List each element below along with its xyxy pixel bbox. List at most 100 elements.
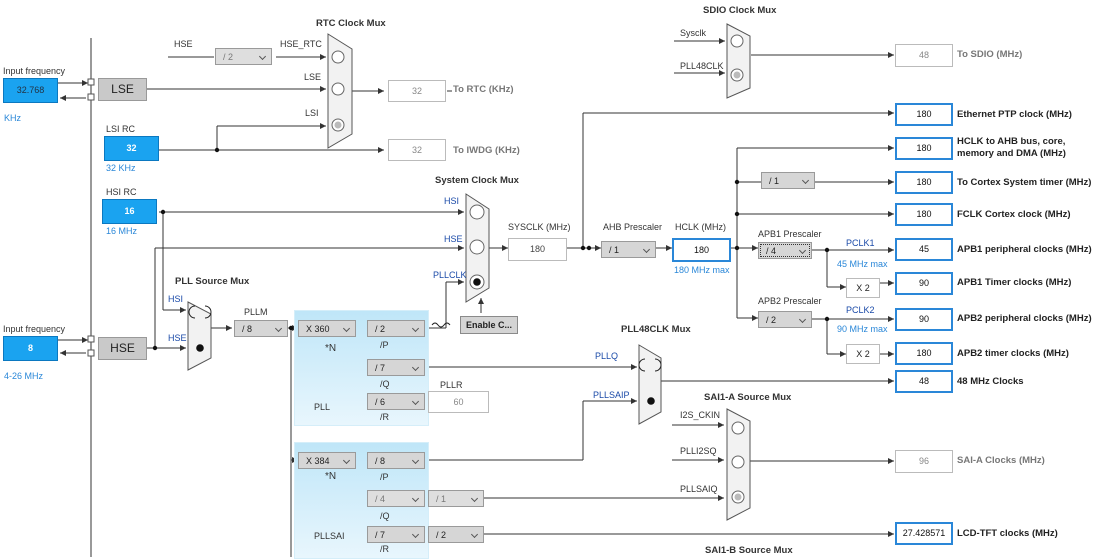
ahb-prescaler-select[interactable]: / 1 [601, 241, 656, 258]
sdio-pll48clk-label: PLL48CLK [680, 61, 724, 71]
lcd-tft-clocks-field[interactable]: 27.428571 [895, 522, 953, 545]
sdio-mux-title: SDIO Clock Mux [703, 5, 777, 16]
pllsai-q-divider-select[interactable]: / 1 [428, 490, 484, 507]
cortex-timer-divider-select[interactable]: / 1 [761, 172, 815, 189]
pllr-value-field[interactable]: 60 [428, 391, 489, 413]
cortex-system-timer-field[interactable]: 180 [895, 171, 953, 194]
rtc-lsi-label: LSI [305, 108, 319, 118]
pllsai-q-select[interactable]: / 4 [367, 490, 425, 507]
pllr-div-label: /R [380, 412, 389, 422]
rtc-hse-label: HSE [174, 39, 193, 49]
hclk-ahb-label-line2: memory and DMA (MHz) [957, 148, 1066, 159]
apb1-prescaler-select[interactable]: / 4 [758, 242, 812, 259]
hclk-label: HCLK (MHz) [675, 222, 726, 232]
sai1a-source-mux[interactable] [727, 409, 750, 520]
pllsai-p-select[interactable]: / 8 [367, 452, 425, 469]
fclk-cortex-field[interactable]: 180 [895, 203, 953, 226]
system-clock-mux-title: System Clock Mux [435, 175, 519, 186]
pllm-label: PLLM [244, 307, 268, 317]
hse-rtc-divider-select[interactable]: / 2 [215, 48, 272, 65]
hclk-max-label: 180 MHz max [674, 265, 730, 275]
sdio-frequency-field[interactable]: 48 [895, 44, 953, 67]
fclk-cortex-label: FCLK Cortex clock (MHz) [957, 209, 1071, 220]
apb1-prescaler-label: APB1 Prescaler [758, 229, 822, 239]
pllsai-p-label: /P [380, 472, 389, 482]
lcd-tft-clocks-label: LCD-TFT clocks (MHz) [957, 528, 1058, 539]
48mhz-clocks-label: 48 MHz Clocks [957, 376, 1024, 387]
pllm-select[interactable]: / 8 [234, 320, 288, 337]
apb2-peripheral-label: APB2 peripheral clocks (MHz) [957, 313, 1092, 324]
system-clock-mux[interactable] [466, 194, 489, 302]
apb1-max-label: 45 MHz max [837, 259, 888, 269]
ethernet-ptp-clock-field[interactable]: 180 [895, 103, 953, 126]
apb2-timer-multiplier: X 2 [846, 344, 880, 364]
lsi-frequency-field[interactable]: 32 [104, 136, 159, 161]
sai1a-mux-title: SAI1-A Source Mux [704, 392, 792, 403]
48mhz-clocks-field[interactable]: 48 [895, 370, 953, 393]
sysclk-field[interactable]: 180 [508, 238, 567, 261]
hse-input-frequency-label: Input frequency [3, 324, 66, 334]
pclk2-label: PCLK2 [846, 305, 875, 315]
pll48-pllq-label: PLLQ [595, 351, 619, 361]
pllsai-n-select[interactable]: X 384 [298, 452, 356, 469]
apb1-timer-field[interactable]: 90 [895, 272, 953, 295]
rtc-clock-mux[interactable] [328, 34, 352, 148]
apb2-timer-label: APB2 timer clocks (MHz) [957, 348, 1069, 359]
iwdg-frequency-field[interactable]: 32 [388, 139, 446, 161]
pllp-select[interactable]: / 2 [367, 320, 425, 337]
ahb-prescaler-label: AHB Prescaler [603, 222, 663, 232]
apb2-prescaler-label: APB2 Prescaler [758, 296, 822, 306]
sai1b-mux-title: SAI1-B Source Mux [705, 545, 793, 556]
sai1a-plli2sq-label: PLLI2SQ [680, 446, 717, 456]
apb2-timer-field[interactable]: 180 [895, 342, 953, 365]
iwdg-output-label: To IWDG (KHz) [453, 145, 520, 156]
lsi-unit: 32 KHz [106, 163, 136, 173]
plln-label: *N [325, 343, 337, 354]
hclk-field[interactable]: 180 [672, 238, 731, 262]
pll-source-mux-title: PLL Source Mux [175, 276, 250, 287]
sysclk-mux-hsi-label: HSI [444, 196, 460, 206]
hsi-frequency-field[interactable]: 16 [102, 199, 157, 224]
sai1a-pllsaiq-label: PLLSAIQ [680, 484, 718, 494]
apb1-peripheral-field[interactable]: 45 [895, 238, 953, 261]
lse-unit: KHz [4, 113, 22, 123]
enable-css-button[interactable]: Enable C... [460, 316, 518, 334]
pll48clk-mux-title: PLL48CLK Mux [621, 324, 691, 335]
rtc-output-label: To RTC (KHz) [453, 84, 514, 95]
pllsai-name-label: PLLSAI [314, 531, 345, 541]
apb1-timer-label: APB1 Timer clocks (MHz) [957, 277, 1072, 288]
sdio-clock-mux[interactable] [727, 24, 750, 98]
pll-source-hsi-label: HSI [168, 294, 184, 304]
sai-a-frequency-field[interactable]: 96 [895, 450, 953, 473]
pllsai-r-divider-select[interactable]: / 2 [428, 526, 484, 543]
apb2-prescaler-select[interactable]: / 2 [758, 311, 812, 328]
mux-shapes [187, 23, 751, 521]
apb1-peripheral-label: APB1 peripheral clocks (MHz) [957, 244, 1092, 255]
pll-name-label: PLL [314, 402, 331, 412]
rtc-frequency-field[interactable]: 32 [388, 80, 446, 102]
pll48clk-mux[interactable] [639, 345, 661, 424]
lse-input-frequency-label: Input frequency [3, 66, 66, 76]
hclk-ahb-field[interactable]: 180 [895, 137, 953, 160]
pll-source-hse-label: HSE [168, 333, 187, 343]
sysclk-mux-hse-label: HSE [444, 234, 463, 244]
apb2-max-label: 90 MHz max [837, 324, 888, 334]
sdio-output-label: To SDIO (MHz) [957, 49, 1023, 60]
rtc-mux-title: RTC Clock Mux [316, 18, 386, 29]
pll-source-mux[interactable] [188, 302, 211, 370]
sdio-sysclk-label: Sysclk [680, 28, 707, 38]
plln-select[interactable]: X 360 [298, 320, 356, 337]
lse-frequency-input[interactable]: 32.768 [3, 78, 58, 103]
pllq-select[interactable]: / 7 [367, 359, 425, 376]
pllr-select[interactable]: / 6 [367, 393, 425, 410]
sysclk-mux-pllclk-label: PLLCLK [433, 270, 467, 280]
apb2-peripheral-field[interactable]: 90 [895, 308, 953, 331]
apb1-timer-multiplier: X 2 [846, 278, 880, 298]
pllsai-r-select[interactable]: / 7 [367, 526, 425, 543]
ethernet-ptp-clock-label: Ethernet PTP clock (MHz) [957, 109, 1072, 120]
pllsai-n-label: *N [325, 471, 337, 482]
cortex-system-timer-label: To Cortex System timer (MHz) [957, 177, 1092, 188]
rtc-lse-label: LSE [304, 72, 322, 82]
hse-frequency-input[interactable]: 8 [3, 336, 58, 361]
